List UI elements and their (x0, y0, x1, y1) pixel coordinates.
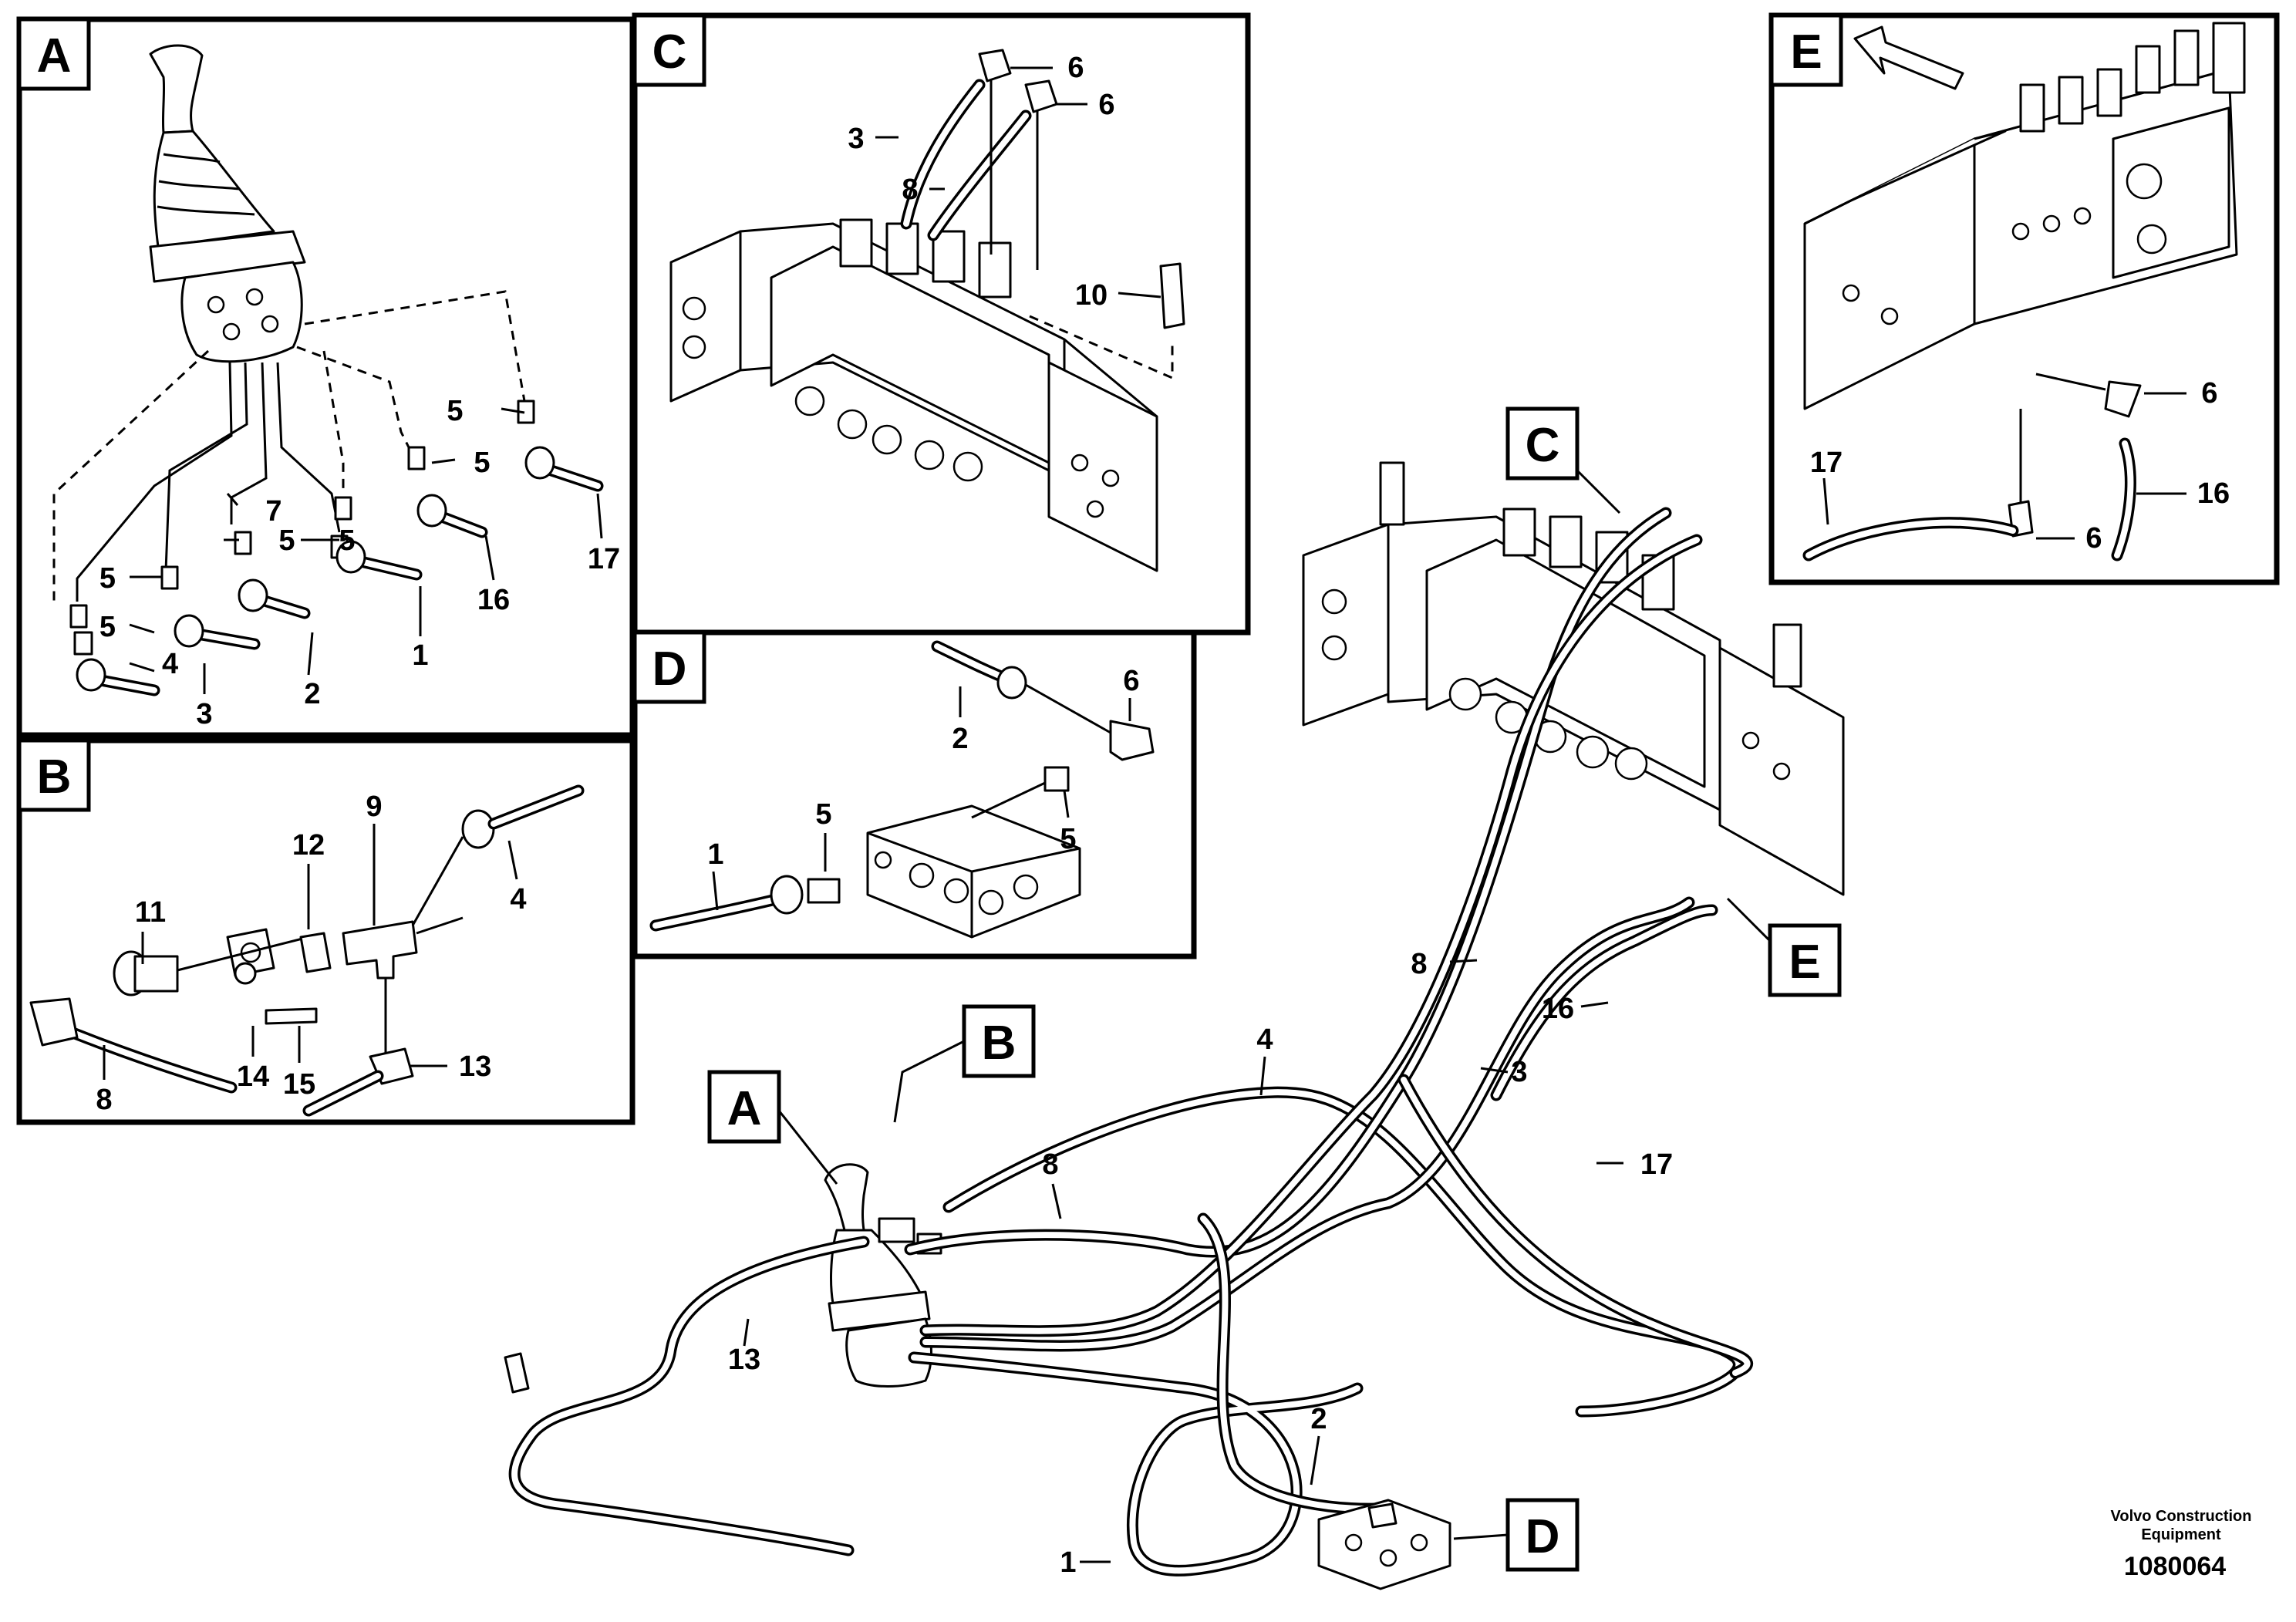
view-label-c: C (1526, 419, 1560, 472)
view-label-box-c (1505, 406, 1580, 481)
main-joystick (824, 1163, 942, 1388)
panel-c-label-box (632, 13, 706, 87)
panel-a-label-box (17, 17, 91, 91)
callout-c-6a: 6 (1067, 52, 1084, 84)
panel-d: D 6 2 5 5 1 (632, 629, 1197, 959)
callout-d-5a: 5 (815, 798, 831, 831)
callout-main-3: 3 (1511, 1056, 1527, 1088)
callout-a-2: 2 (304, 678, 320, 710)
panel-d-frame (632, 629, 1197, 959)
callout-a-7: 7 (265, 495, 282, 528)
callout-b-13: 13 (459, 1050, 491, 1083)
callout-a-3: 3 (196, 698, 212, 730)
panel-a: A (16, 16, 636, 738)
panel-d-label-box (632, 630, 706, 704)
view-label-e: E (1789, 936, 1820, 989)
panel-c: C 6 6 3 8 10 (632, 12, 1251, 636)
callout-b-14: 14 (237, 1061, 269, 1093)
callout-a-5f: 5 (339, 524, 355, 557)
brand-line-2: Equipment (2141, 1526, 2221, 1543)
callout-b-12: 12 (292, 829, 325, 862)
callout-a-17: 17 (588, 543, 620, 575)
callout-main-8a: 8 (1042, 1148, 1058, 1181)
panel-d-label: D (652, 642, 687, 696)
document-number: 1080064 (2124, 1552, 2226, 1581)
callout-d-2: 2 (952, 723, 968, 755)
panel-a-fittings (69, 400, 535, 656)
panel-e-label-box (1769, 13, 1843, 87)
panel-c-label: C (652, 25, 687, 79)
callout-main-2: 2 (1310, 1403, 1327, 1435)
panel-e-label: E (1790, 25, 1822, 79)
callout-a-5b: 5 (278, 524, 295, 557)
callout-e-6b: 6 (2085, 522, 2102, 555)
callout-b-15: 15 (283, 1068, 315, 1101)
callout-e-6a: 6 (2201, 377, 2217, 410)
main-assembly: A B C D E 4 8 13 8 3 16 17 2 1 (504, 406, 1845, 1590)
callout-main-13: 13 (728, 1344, 760, 1376)
callout-b-9: 9 (366, 791, 382, 823)
valve-block-rear-view (1803, 22, 2246, 410)
callout-d-6: 6 (1123, 665, 1139, 697)
callout-a-16: 16 (477, 584, 510, 616)
panel-b: B 11 12 9 4 14 15 13 8 (16, 737, 636, 1125)
callout-main-8b: 8 (1411, 948, 1427, 980)
callout-a-4: 4 (162, 648, 178, 680)
view-label-b: B (982, 1017, 1017, 1070)
callout-c-6b: 6 (1098, 89, 1114, 121)
callout-main-4: 4 (1256, 1023, 1273, 1056)
callout-b-8: 8 (96, 1084, 112, 1116)
panel-b-frame (16, 737, 636, 1125)
callout-c-10: 10 (1075, 279, 1108, 312)
callout-main-17: 17 (1640, 1148, 1673, 1181)
panel-e-frame (1768, 12, 2280, 585)
callout-d-5b: 5 (1060, 823, 1076, 855)
main-valve-block (1302, 461, 1845, 896)
callout-c-8: 8 (902, 174, 918, 206)
direction-arrow-icon (1853, 25, 1964, 90)
callout-e-17: 17 (1810, 447, 1843, 479)
panel-a-label: A (37, 29, 72, 83)
panel-b-label: B (37, 750, 72, 804)
footer-credit: Volvo Construction Equipment 1080064 (2111, 1508, 2252, 1581)
callout-a-5e: 5 (99, 611, 116, 643)
brand-line-1: Volvo Construction (2111, 1508, 2252, 1525)
callout-a-5a: 5 (99, 562, 116, 595)
callout-a-5c: 5 (474, 447, 490, 479)
callout-d-1: 1 (707, 838, 723, 871)
callout-c-3: 3 (848, 123, 864, 155)
view-label-a: A (727, 1082, 762, 1135)
panel-e: E 6 17 16 6 (1768, 12, 2280, 585)
view-label-box-e (1768, 923, 1842, 997)
control-valve-block (669, 218, 1158, 572)
callout-b-4: 4 (510, 883, 526, 916)
callout-e-16: 16 (2197, 477, 2230, 510)
callout-b-11: 11 (135, 896, 166, 929)
view-label-box-b (962, 1004, 1036, 1078)
callout-main-16: 16 (1542, 993, 1574, 1025)
view-label-d: D (1526, 1510, 1560, 1563)
callout-a-5d: 5 (447, 395, 463, 427)
panel-b-label-box (17, 738, 91, 812)
callout-a-1: 1 (412, 639, 428, 672)
callout-main-1: 1 (1060, 1546, 1076, 1579)
view-label-box-a (707, 1070, 781, 1144)
joystick-illustration (149, 44, 306, 363)
